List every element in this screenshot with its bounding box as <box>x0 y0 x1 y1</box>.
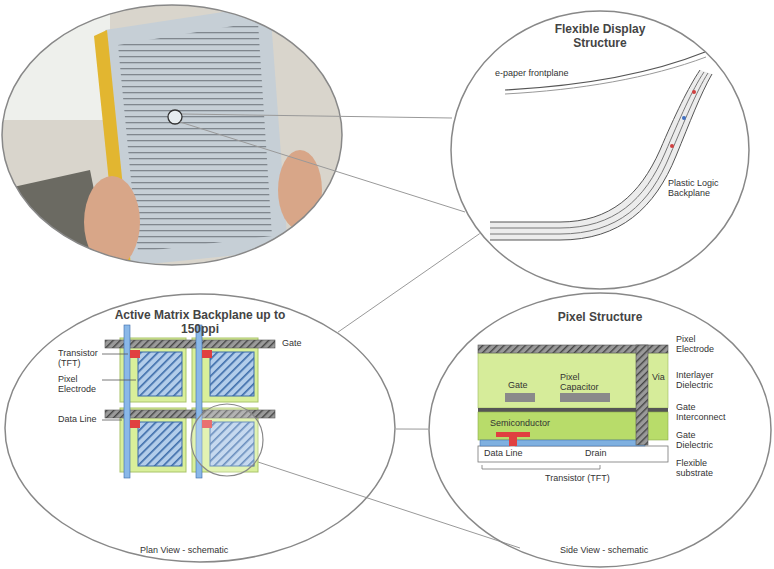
gate-block <box>505 393 535 402</box>
flexible-display-illustration <box>490 52 712 240</box>
data-line <box>124 325 130 478</box>
ellipse-node: Flexible Display Structure <box>450 10 750 290</box>
window-light <box>0 0 110 120</box>
part-label: Semiconductor <box>490 418 550 428</box>
pixel-dot <box>682 116 686 120</box>
leader-lines <box>102 354 136 420</box>
part-label: Gate <box>282 338 302 348</box>
title-group: Flexible Display Structure <box>450 22 750 51</box>
gate-line <box>105 340 275 348</box>
part-label: Transistor (TFT) <box>545 473 610 483</box>
magnifier-mark <box>168 110 182 124</box>
title-group: Active Matrix Backplane up to 150ppi <box>4 308 396 337</box>
zoom-line <box>182 114 452 118</box>
pixel-electrode <box>138 352 182 396</box>
via <box>636 345 648 445</box>
ellipse-border <box>451 11 749 289</box>
part-label: Gate Dielectric <box>676 430 734 451</box>
part-label: Via <box>652 372 665 382</box>
part-label: Gate <box>508 380 528 390</box>
hand <box>84 176 140 268</box>
data-line <box>480 440 510 446</box>
photo-ellipse <box>2 5 342 265</box>
backplane-layer <box>490 74 712 240</box>
part-label: e-paper frontplane <box>495 68 569 78</box>
page-text-lines <box>118 22 272 252</box>
pixel-structure-illustration <box>478 345 668 469</box>
zoom-line <box>258 462 520 548</box>
part-label: Plastic Logic Backplane <box>668 178 732 199</box>
tft <box>130 420 140 428</box>
tft <box>130 350 140 358</box>
part-label: Data Line <box>58 414 102 424</box>
pixel-dot <box>692 90 696 94</box>
ellipse-title: Active Matrix Backplane up to 150ppi <box>114 308 286 337</box>
pixel-electrode <box>210 352 254 396</box>
photo-illustration <box>0 0 345 270</box>
zoom-line <box>180 122 465 212</box>
ellipse-title: Flexible Display Structure <box>544 22 656 51</box>
backplane-sheet <box>490 70 712 240</box>
ellipse-border <box>429 293 771 567</box>
tft <box>202 350 212 358</box>
hand <box>278 150 322 230</box>
part-label: Data Line <box>484 448 523 458</box>
pixel-electrode <box>138 422 182 466</box>
leader-line <box>102 420 122 421</box>
transistor-bracket <box>482 465 600 469</box>
part-label: Interlayer Dielectric <box>676 370 734 391</box>
zoom-lines <box>180 114 520 548</box>
photo-background <box>0 0 345 270</box>
zoom-connector <box>396 429 428 430</box>
title-group: Pixel Structure <box>428 310 772 324</box>
ellipse-outline <box>450 10 750 290</box>
ellipse-border <box>5 294 395 562</box>
part-label: Pixel Capacitor <box>560 372 608 393</box>
highlight-circle <box>191 404 263 476</box>
leader-line <box>102 354 128 355</box>
ellipse-node: Pixel Structure <box>428 292 772 568</box>
part-label: Flexible substrate <box>676 458 734 479</box>
active-matrix-illustration <box>102 325 275 478</box>
ellipse-outline <box>428 292 772 568</box>
flexible-substrate <box>478 446 668 462</box>
backplane-layer <box>490 73 708 234</box>
zoom-connector <box>338 234 480 333</box>
part-label: Transistor (TFT) <box>58 348 102 369</box>
semiconductor <box>496 432 530 446</box>
capacitor-block <box>560 393 610 402</box>
part-label: Plan View - schematic <box>140 545 228 555</box>
part-label: Side View - schematic <box>560 545 648 555</box>
part-label: Pixel Electrode <box>58 374 102 395</box>
part-label: Drain <box>585 448 607 458</box>
leader-line <box>102 380 136 381</box>
drain <box>515 440 645 446</box>
part-label: Gate Interconnect <box>676 402 736 423</box>
ellipse-node: Active Matrix Backplane up to 150ppi <box>4 293 396 563</box>
ellipse-title: Pixel Structure <box>558 310 643 324</box>
pixel-dot <box>670 144 674 148</box>
part-label: Pixel Electrode <box>676 334 726 355</box>
